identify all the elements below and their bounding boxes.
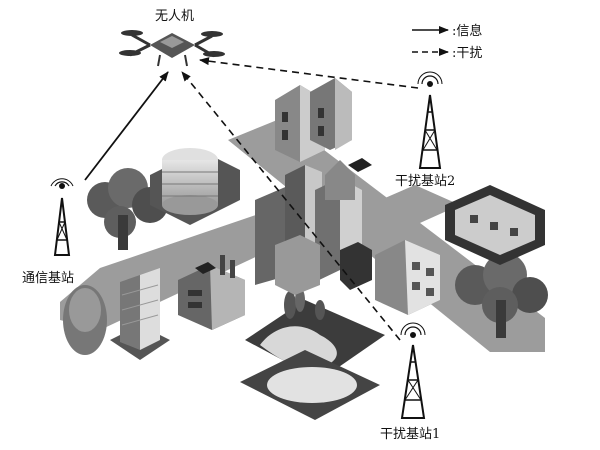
tree-bottom-left: [63, 285, 107, 355]
park-area: [240, 288, 385, 420]
info-arrow: [84, 71, 169, 181]
car: [195, 262, 216, 274]
jamming-arrow-1: [181, 71, 401, 341]
uav-drone-icon: [119, 30, 225, 67]
skyscraper-cluster: [255, 160, 372, 295]
jamming-tower-2: [417, 71, 443, 169]
uav-label: 无人机: [155, 9, 194, 24]
jammer-2-label: 干扰基站2: [395, 174, 455, 189]
apartment-building: [375, 240, 440, 315]
comm-station-label: 通信基站: [22, 271, 74, 286]
tall-glass-tower: [110, 268, 170, 360]
legend-jamming-label: :干扰: [452, 46, 482, 61]
car: [348, 158, 372, 172]
communication-tower: [50, 178, 74, 256]
legend: :信息 :干扰: [412, 23, 482, 61]
school-building: [445, 185, 545, 265]
jamming-arrow-2: [199, 57, 419, 89]
round-office-building: [150, 148, 240, 225]
legend-info-label: :信息: [452, 23, 482, 39]
tree-right: [455, 253, 548, 338]
jamming-tower-1: [400, 322, 426, 419]
row-houses: [275, 78, 352, 162]
jammer-1-label: 干扰基站1: [380, 427, 440, 442]
factory-building: [178, 255, 245, 330]
